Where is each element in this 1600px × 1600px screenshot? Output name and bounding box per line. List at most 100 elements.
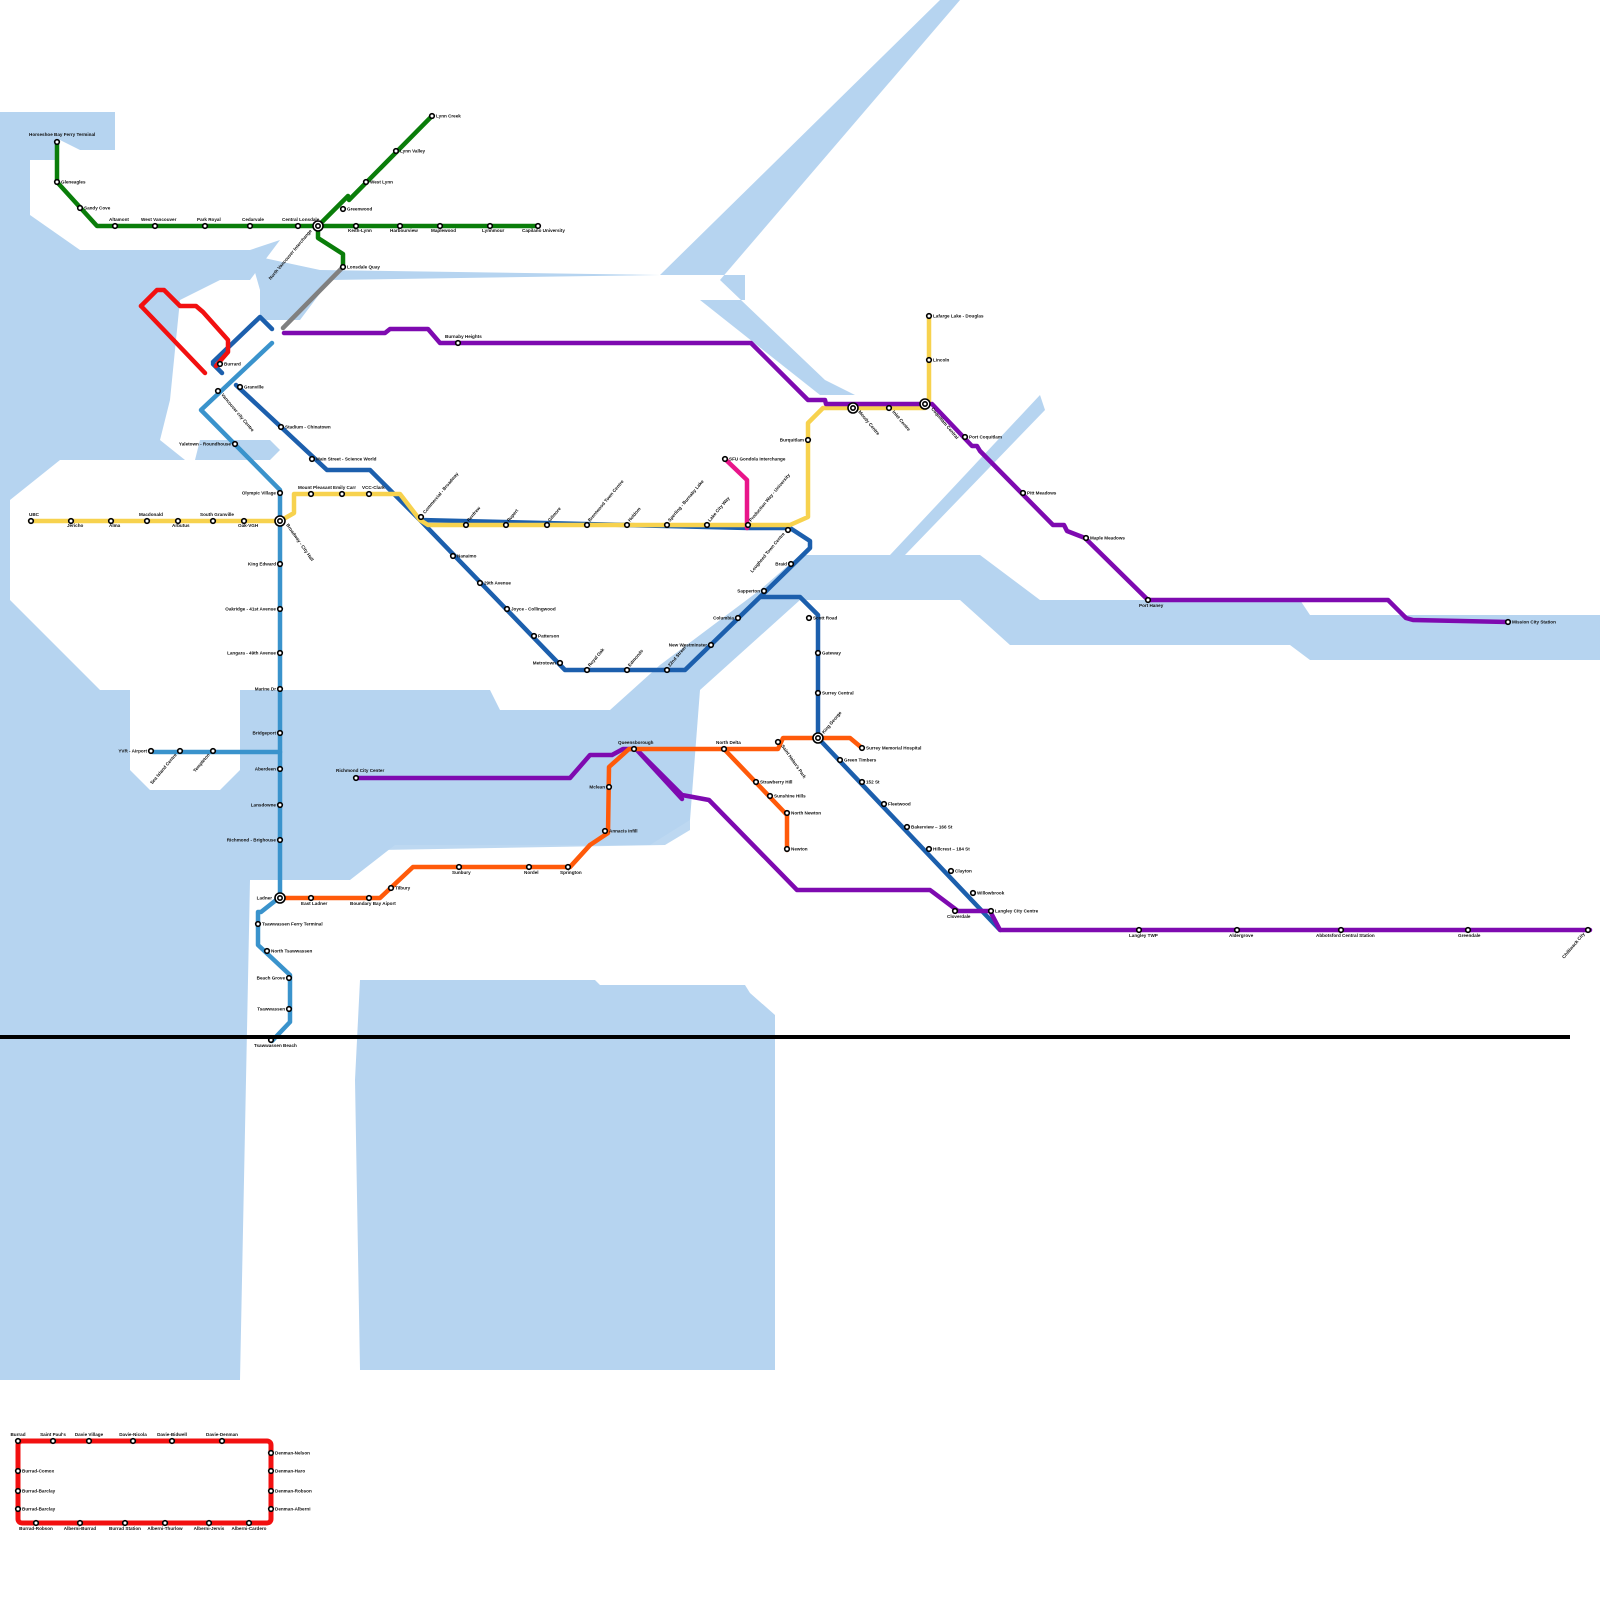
station-burrard[interactable] <box>216 360 224 368</box>
station-lake-city[interactable] <box>703 521 711 529</box>
station-fleetwood[interactable] <box>880 800 888 808</box>
station-abbotsford[interactable] <box>1337 926 1345 934</box>
station-main-street[interactable] <box>308 455 316 463</box>
station-emily-carr[interactable] <box>338 490 346 498</box>
station-north-tsawwassen[interactable] <box>263 947 271 955</box>
station-burquitlam[interactable] <box>804 436 812 444</box>
station-olympic-village[interactable] <box>276 489 284 497</box>
station-central-lonsdale[interactable] <box>294 222 302 230</box>
station-rupert[interactable] <box>502 521 510 529</box>
loop-station[interactable] <box>205 1519 213 1527</box>
station-cedarvale[interactable] <box>246 222 254 230</box>
station-vcc-clark[interactable] <box>365 490 373 498</box>
station-tilbury[interactable] <box>387 884 395 892</box>
station-mission-city[interactable] <box>1504 618 1512 626</box>
station-west-lynn[interactable] <box>362 178 370 186</box>
station-strawberry-hill[interactable] <box>752 778 760 786</box>
station-22nd-street[interactable] <box>663 666 671 674</box>
station-edmonds[interactable] <box>623 666 631 674</box>
station-surrey-memorial[interactable] <box>858 744 866 752</box>
station-harbourview[interactable] <box>396 222 404 230</box>
station-152-st[interactable] <box>858 778 866 786</box>
station-jericho[interactable] <box>67 517 75 525</box>
station-richmond-city-center[interactable] <box>352 774 360 782</box>
station-metrotown[interactable] <box>556 659 564 667</box>
station-willowbrook[interactable] <box>969 889 977 897</box>
station-sunshine-hills[interactable] <box>766 792 774 800</box>
station-nanaimo[interactable] <box>449 552 457 560</box>
station-richmond-brighouse[interactable] <box>276 836 284 844</box>
station-lynnmour[interactable] <box>486 222 494 230</box>
station-langara[interactable] <box>276 649 284 657</box>
station-production-way[interactable] <box>744 521 752 529</box>
station-west-vancouver[interactable] <box>151 222 159 230</box>
station-royal-oak[interactable] <box>583 666 591 674</box>
station-sperling[interactable] <box>663 521 671 529</box>
station-new-westminster[interactable] <box>707 641 715 649</box>
station-green-timbers[interactable] <box>836 756 844 764</box>
loop-station[interactable] <box>267 1467 275 1475</box>
station-oakridge[interactable] <box>276 605 284 613</box>
station-aberdeen[interactable] <box>276 765 284 773</box>
loop-station[interactable] <box>267 1449 275 1457</box>
station-lynn-valley[interactable] <box>392 147 400 155</box>
loop-station[interactable] <box>245 1519 253 1527</box>
station-sunbury[interactable] <box>455 863 463 871</box>
station-lincoln[interactable] <box>925 356 933 364</box>
station-vancouver-city-centre[interactable] <box>214 387 222 395</box>
station-clayton[interactable] <box>947 867 955 875</box>
station-surrey-central[interactable] <box>814 689 822 697</box>
station-alma[interactable] <box>107 517 115 525</box>
station-gilmore[interactable] <box>543 521 551 529</box>
station-lansdowne[interactable] <box>276 801 284 809</box>
station-queensborough[interactable] <box>630 745 638 753</box>
station-lougheed[interactable] <box>784 526 792 534</box>
station-horseshoe-bay[interactable] <box>53 138 61 146</box>
loop-station[interactable] <box>76 1519 84 1527</box>
station-lonsdale-quay[interactable] <box>339 263 347 271</box>
station-commercial[interactable] <box>417 513 425 521</box>
loop-station[interactable] <box>85 1437 93 1445</box>
station-park-royal[interactable] <box>201 222 209 230</box>
station-gleneagles[interactable] <box>53 178 61 186</box>
station-greendale[interactable] <box>1464 926 1472 934</box>
station-chilliwack[interactable] <box>1584 926 1592 934</box>
station-oak-vgh[interactable] <box>240 517 248 525</box>
loop-station[interactable] <box>32 1519 40 1527</box>
station-south-granville[interactable] <box>209 517 217 525</box>
loop-station[interactable] <box>14 1505 22 1513</box>
station-cloverdale[interactable] <box>951 907 959 915</box>
loop-station[interactable] <box>161 1519 169 1527</box>
station-langley-twp[interactable] <box>1135 926 1143 934</box>
station-29th-avenue[interactable] <box>476 579 484 587</box>
station-maplewood[interactable] <box>436 222 444 230</box>
station-bridgeport[interactable] <box>276 729 284 737</box>
loop-station[interactable] <box>218 1437 226 1445</box>
station-gateway[interactable] <box>814 649 822 657</box>
station-pitt-meadows[interactable] <box>1019 489 1027 497</box>
station-inlet-centre[interactable] <box>885 404 893 412</box>
station-boundary-bay[interactable] <box>365 894 373 902</box>
station-sandy-cove[interactable] <box>76 204 84 212</box>
station-capilano-university[interactable] <box>534 222 542 230</box>
station-renfrew[interactable] <box>462 521 470 529</box>
station-saint-helens[interactable] <box>774 738 782 746</box>
station-north-delta[interactable] <box>720 745 728 753</box>
station-brentwood[interactable] <box>583 521 591 529</box>
station-ubc[interactable] <box>27 517 35 525</box>
loop-station[interactable] <box>14 1487 22 1495</box>
station-maple-meadows[interactable] <box>1082 534 1090 542</box>
station-newton[interactable] <box>783 845 791 853</box>
station-mount-pleasant[interactable] <box>307 490 315 498</box>
station-yaletown[interactable] <box>231 440 239 448</box>
station-sapperton[interactable] <box>760 587 768 595</box>
station-lafarge[interactable] <box>925 312 933 320</box>
loop-station[interactable] <box>267 1505 275 1513</box>
station-keith-lynn[interactable] <box>352 222 360 230</box>
loop-station[interactable] <box>168 1437 176 1445</box>
station-joyce[interactable] <box>503 605 511 613</box>
station-templeton[interactable] <box>209 747 217 755</box>
station-port-haney[interactable] <box>1144 596 1152 604</box>
station-lynn-creek[interactable] <box>428 112 436 120</box>
station-patterson[interactable] <box>530 632 538 640</box>
